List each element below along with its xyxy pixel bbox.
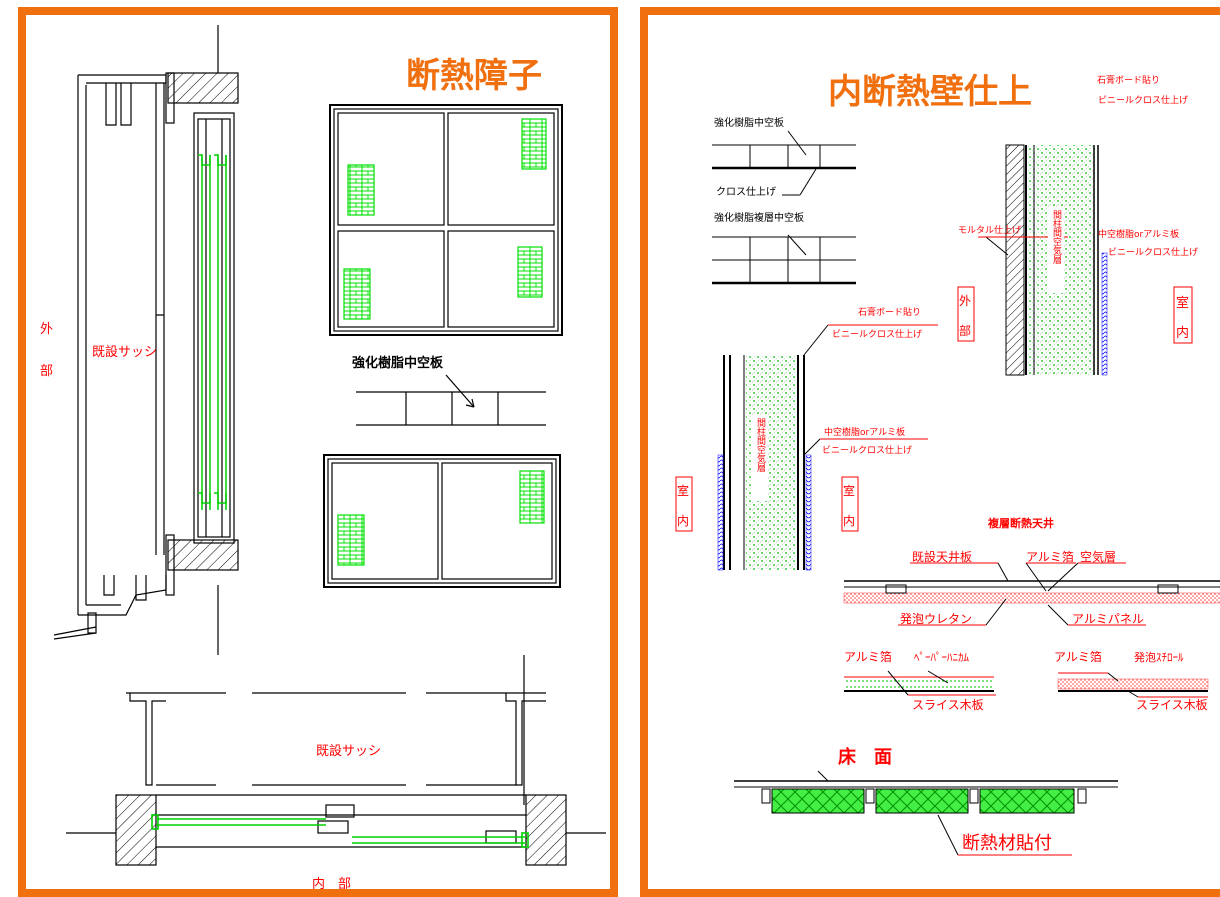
shoji-elevation-4pane — [329, 104, 563, 336]
outside-label-1: 外 — [40, 322, 53, 337]
ceiling-section — [843, 562, 1220, 626]
right-panel-interior-insulated-wall: 内断熱壁仕上 強化樹脂中空板 クロス仕上げ 強化樹脂複層中空板 間柱間空気層 石… — [640, 7, 1220, 897]
wall2-inside-r-2: 内 — [843, 514, 855, 528]
wall2-hollow-or-alu: 中空樹脂orアルミ板 — [824, 426, 905, 438]
right-drawing: 内断熱壁仕上 強化樹脂中空板 クロス仕上げ 強化樹脂複層中空板 間柱間空気層 石… — [675, 72, 1220, 856]
wall2-inside-left-box — [675, 476, 693, 532]
resin-multi-label: 強化樹脂複層中空板 — [714, 211, 804, 224]
resin-panel-label: 強化樹脂中空板 — [352, 355, 444, 371]
air-layer-label-1: 間柱間空気層 — [1051, 210, 1062, 265]
wall1-vinyl-cloth: ビニールクロス仕上げ — [1098, 94, 1188, 106]
board-slice-wood-2: スライス木板 — [1136, 698, 1208, 712]
ceiling-title: 複層断熱天井 — [987, 516, 1054, 530]
wall2-inside-r-1: 室 — [843, 483, 855, 498]
wall2-vinyl-cloth: ビニールクロス仕上げ — [832, 328, 922, 340]
wall1-mortar: モルタル仕上げ — [958, 224, 1021, 236]
sash-plan-section — [66, 655, 606, 866]
shoji-elevation-2pane — [323, 454, 561, 588]
wall-section-2 — [717, 324, 938, 571]
air-layer-box-2 — [752, 415, 768, 501]
board-alu-foil-2: アルミ箔 — [1054, 649, 1102, 664]
ceiling-air-layer: 空気層 — [1080, 549, 1116, 564]
sash-section — [53, 25, 239, 655]
wall1-outside-2: 部 — [959, 323, 971, 338]
resin-panel-section — [356, 374, 546, 426]
ceiling-alu-panel: アルミパネル — [1072, 612, 1144, 626]
wall1-inside-1: 室 — [1176, 295, 1189, 311]
existing-sash-label: 既設サッシ — [92, 344, 157, 360]
wall1-outside-box — [957, 286, 975, 342]
plan-green-panels — [151, 814, 529, 848]
air-layer-label-2: 間柱間空気層 — [755, 418, 766, 473]
right-title: 内断熱壁仕上 — [828, 72, 1032, 112]
left-panel-insulated-shoji: 断熱障子 外 部 既設サッシ — [18, 7, 618, 897]
wall2-inside-right-box — [841, 476, 859, 532]
left-title: 断熱障子 — [406, 56, 542, 96]
resin-hollow-label: 強化樹脂中空板 — [714, 116, 784, 129]
board-alu-foil-1: アルミ箔 — [844, 649, 892, 664]
board-styrofoam: 発泡ｽﾁﾛｰﾙ — [1134, 650, 1184, 664]
cloth-finish-label: クロス仕上げ — [716, 185, 776, 198]
wall1-inside-box — [1173, 286, 1193, 344]
floor-surface-label: 床 面 — [838, 746, 892, 768]
existing-sash-plan-label: 既設サッシ — [316, 743, 381, 759]
top-panel-sections — [712, 130, 856, 285]
ceiling-existing-board: 既設天井板 — [912, 549, 972, 564]
wall1-vinyl-cloth-2: ビニールクロス仕上げ — [1108, 246, 1198, 258]
wall1-inside-2: 内 — [1176, 325, 1189, 341]
left-drawing: 断熱障子 外 部 既設サッシ — [40, 25, 606, 892]
wall2-inside-l-1: 室 — [677, 483, 689, 498]
board-paper-honeycomb: ﾍﾟｰﾊﾟｰﾊﾆｶﾑ — [914, 651, 969, 664]
wall2-vinyl-cloth-2: ビニールクロス仕上げ — [822, 444, 912, 456]
wall1-gypsum: 石膏ボード貼り — [1097, 74, 1160, 86]
air-layer-box-1 — [1048, 207, 1064, 293]
wall1-outside-1: 外 — [959, 294, 971, 308]
floor-section — [734, 770, 1118, 856]
floor-insulation-label: 断熱材貼付 — [962, 833, 1052, 854]
wall-section-1 — [978, 144, 1108, 376]
wall2-gypsum: 石膏ボード貼り — [858, 306, 921, 318]
ceiling-alu-foil: アルミ箔 — [1026, 549, 1074, 564]
inside-label: 内 部 — [312, 876, 351, 892]
board-sections — [844, 670, 1209, 698]
outside-label-2: 部 — [40, 364, 53, 379]
board-slice-wood-1: スライス木板 — [912, 698, 984, 712]
wall2-inside-l-2: 内 — [677, 514, 689, 528]
shoji-green-panel — [198, 154, 227, 510]
wall1-hollow-or-alu: 中空樹脂orアルミ板 — [1098, 228, 1179, 240]
ceiling-urethane: 発泡ウレタン — [900, 612, 972, 626]
